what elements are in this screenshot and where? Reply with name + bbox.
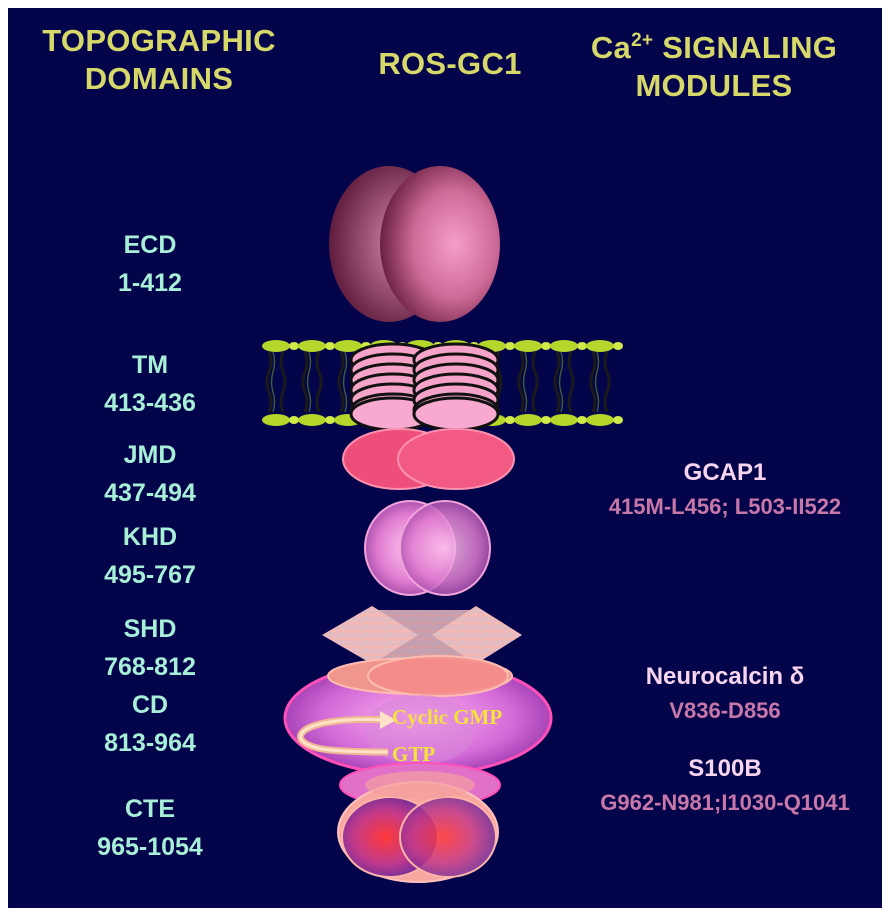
header-ros-gc1: ROS-GC1 [325,45,575,83]
domain-name: CTE [125,795,175,823]
header-topographic-line2: DOMAINS [84,61,234,96]
header-ca-signaling-modules: Ca2+ SIGNALING MODULES [545,22,883,105]
domain-range: 768-812 [104,653,196,681]
domain-range: 965-1054 [97,833,203,861]
module-label-gcap1: GCAP1 415M-L456; L503-II522 [560,456,890,524]
module-label-neurocalcin: Neurocalcin δ V836-D856 [560,660,890,728]
module-range: V836-D856 [669,698,781,723]
jmd-domain-shape [342,428,515,490]
domain-range: 437-494 [104,479,196,507]
header-ca-line1: Ca2+ SIGNALING [545,22,883,67]
domain-name: KHD [122,523,178,551]
cyclase-reaction-arrow [297,711,396,756]
domain-label-ecd: ECD 1-412 [25,226,275,302]
domain-range: 495-767 [104,561,196,589]
header-topographic-line1: TOPOGRAPHIC [42,23,276,58]
module-name: GCAP1 [683,459,767,486]
header-topographic-domains: TOPOGRAPHIC DOMAINS [0,22,318,98]
cd-domain-shape [283,655,553,777]
header-ros-gc1-text: ROS-GC1 [378,46,522,81]
lipid-molecule [586,340,623,426]
khd-domain-shape [364,500,491,596]
domain-name: SHD [123,615,177,643]
domain-label-jmd: JMD 437-494 [25,436,275,512]
module-name: Neurocalcin δ [645,663,805,690]
domain-name: CD [131,691,169,719]
gtp-label: GTP [392,742,435,766]
module-label-s100b: S100B G962-N981;I1030-Q1041 [560,752,890,820]
lipid-molecule [514,340,551,426]
domain-label-khd: KHD 495-767 [25,518,275,594]
cte-domain-shape [337,762,501,883]
lipid-molecule [550,340,587,426]
header-ca-rest: SIGNALING [653,30,838,65]
domain-range: 413-436 [104,389,196,417]
ecd-domain-shape [329,166,500,322]
module-name: S100B [688,755,762,782]
domain-label-tm: TM 413-436 [25,346,275,422]
module-range: G962-N981;I1030-Q1041 [600,790,850,815]
header-ca-superscript: 2+ [631,30,654,51]
domain-range: 813-964 [104,729,196,757]
tm-domain-shape [349,342,500,432]
domain-label-cd: CD 813-964 [25,686,275,762]
domain-range: 1-412 [118,269,182,297]
domain-name: JMD [123,441,177,469]
header-ca-line2: MODULES [635,68,793,103]
lipid-molecule [298,340,335,426]
shd-domain-shape [322,606,522,664]
domain-name: ECD [123,231,177,259]
domain-label-shd: SHD 768-812 [25,610,275,686]
domain-label-cte: CTE 965-1054 [25,790,275,866]
domain-name: TM [131,351,169,379]
module-range: 415M-L456; L503-II522 [608,494,842,519]
cyclic-gmp-label: Cyclic GMP [392,705,502,729]
header-ca-prefix: Ca [590,30,632,65]
tm-helix-ring [412,396,500,432]
lipid-molecule [262,340,299,426]
